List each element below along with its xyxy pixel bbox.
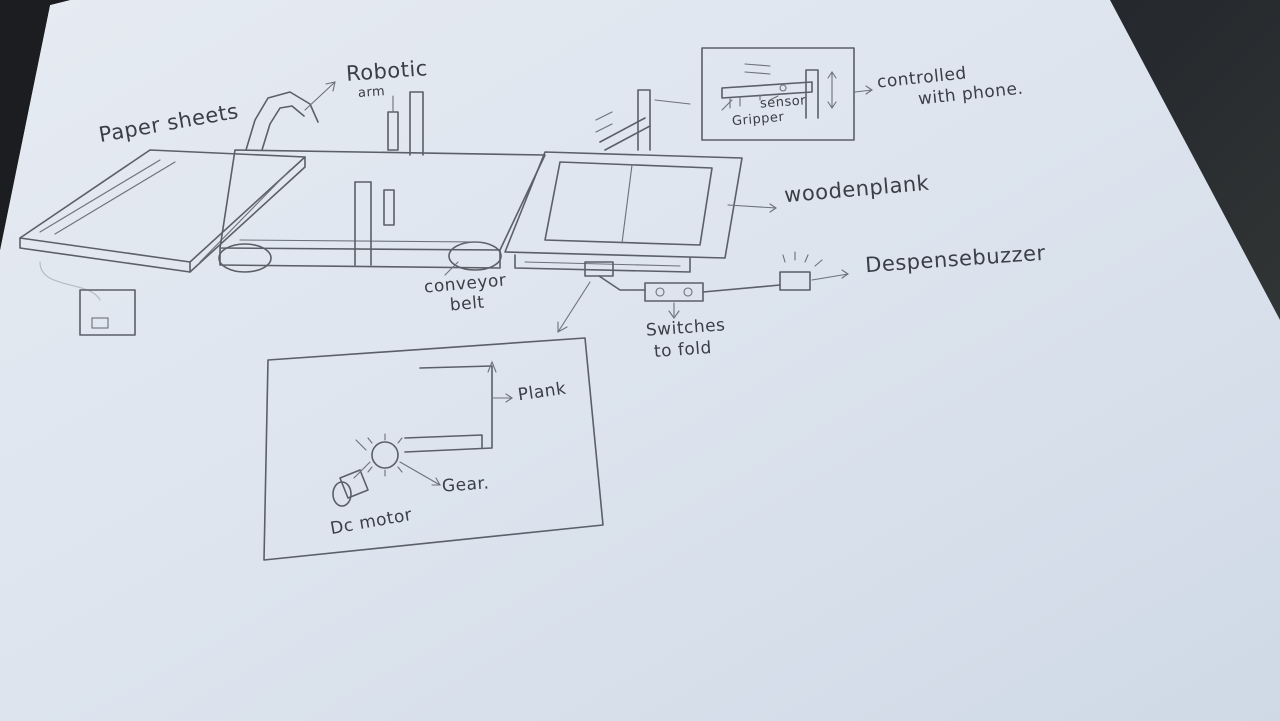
paper-tray-sketch	[20, 150, 305, 272]
wooden-plank-sketch	[505, 90, 742, 272]
switches-label-line2: to fold	[653, 340, 712, 362]
robotic-arm-label-line2: arm	[358, 85, 386, 101]
robotic-arm-label-line1: Robotic	[345, 57, 428, 85]
mechanism-detail-inset	[264, 338, 603, 560]
gripper-detail-inset	[702, 48, 854, 140]
sensor-label: sensor	[760, 94, 807, 111]
gear-label: Gear.	[441, 475, 490, 496]
robotic-arm-sketch	[246, 92, 423, 155]
conveyor-belt-label-line2: belt	[449, 295, 485, 316]
conveyor-belt-sketch	[219, 150, 545, 272]
annotation-arrows	[305, 82, 872, 485]
